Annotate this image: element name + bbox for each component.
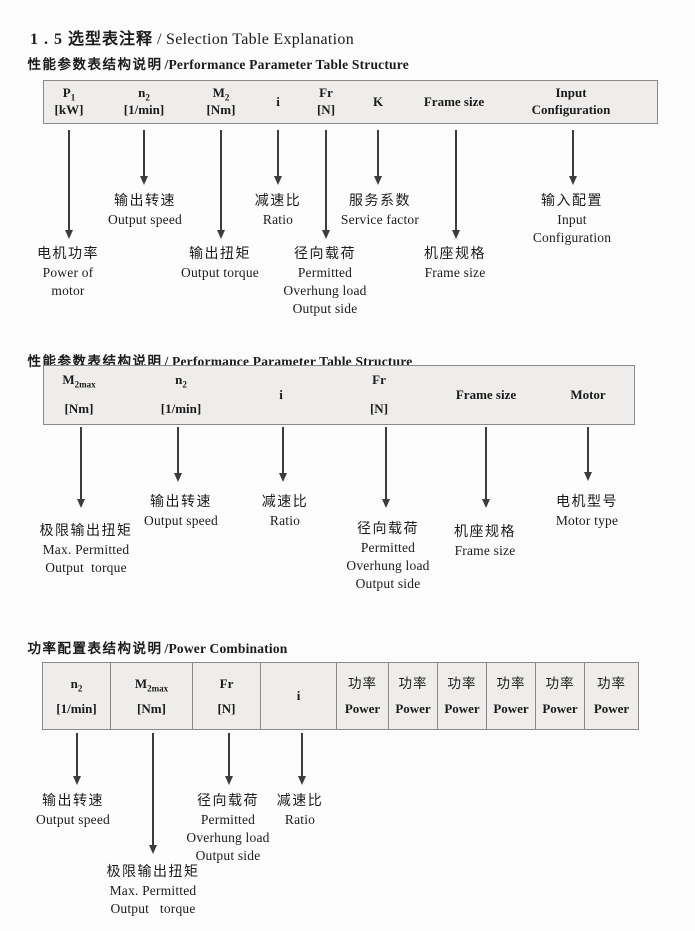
section3-heading-en: /Power Combination xyxy=(164,641,288,656)
callout-service-factor: 服务系数 Service factor xyxy=(340,194,420,227)
arrow-m2max xyxy=(80,427,82,499)
arrow-m2max xyxy=(152,733,154,845)
section1-heading-en: /Performance Parameter Table Structure xyxy=(164,57,409,72)
table3-col-fr: Fr[N] xyxy=(192,662,261,730)
arrow-frame-size xyxy=(455,130,457,230)
table2-col-n2: n2[1/min] xyxy=(160,372,202,416)
callout-ratio: 减速比 Ratio xyxy=(261,495,309,528)
table3-col-i: i xyxy=(260,662,337,730)
callout-max-output-torque: 极限输出扭矩 Max. Permitted Output torque xyxy=(106,865,200,916)
section3-heading: 功率配置表结构说明/Power Combination xyxy=(14,621,288,673)
callout-overhung-load: 径向载荷 Permitted Overhung load Output side xyxy=(283,247,367,316)
callout-input-configuration: 输入配置 Input Configuration xyxy=(532,194,612,245)
table1-col-i: i xyxy=(276,94,280,109)
arrow-frame-size xyxy=(485,427,487,499)
table2-col-fr: Fr[N] xyxy=(369,372,389,416)
arrow-fr xyxy=(385,427,387,499)
callout-ratio: 减速比 Ratio xyxy=(254,194,302,227)
callout-output-speed: 输出转速 Output speed xyxy=(35,794,111,827)
table2-col-motor: Motor xyxy=(570,387,606,402)
callout-overhung-load: 径向载荷 Permitted Overhung load Output side xyxy=(346,522,430,591)
callout-output-torque: 输出扭矩 Output torque xyxy=(181,247,259,280)
arrow-fr xyxy=(325,130,327,230)
callout-frame-size: 机座规格 Frame size xyxy=(424,247,486,280)
arrow-p1 xyxy=(68,130,70,230)
callout-overhung-load: 径向载荷 Permitted Overhung load Output side xyxy=(186,794,270,863)
section1-heading: 性能参数表结构说明/Performance Parameter Table St… xyxy=(14,37,409,89)
table2-col-i: i xyxy=(279,387,283,402)
callout-output-speed: 输出转速 Output speed xyxy=(107,194,183,227)
table1-col-frame-size: Frame size xyxy=(423,94,485,109)
arrow-i xyxy=(277,130,279,176)
section1-heading-zh: 性能参数表结构说明 xyxy=(27,57,163,72)
arrow-k xyxy=(377,130,379,176)
callout-motor-type: 电机型号 Motor type xyxy=(555,495,619,528)
arrow-n2 xyxy=(143,130,145,176)
table3-col-m2max: M2max[Nm] xyxy=(110,662,193,730)
table3-col-n2: n2[1/min] xyxy=(42,662,111,730)
callout-frame-size: 机座规格 Frame size xyxy=(454,525,516,558)
table1-col-k: K xyxy=(372,94,384,109)
page-title-zh: 1 . 5 选型表注释 xyxy=(30,31,154,48)
callout-max-output-torque: 极限输出扭矩 Max. Permitted Output torque xyxy=(39,524,133,575)
arrow-fr xyxy=(228,733,230,776)
table1-col-m2: M2[Nm] xyxy=(206,85,236,117)
callout-output-speed: 输出转速 Output speed xyxy=(143,495,219,528)
performance-parameter-table-2: M2max[Nm] n2[1/min] i Fr[N] Frame size M… xyxy=(43,365,635,425)
arrow-i xyxy=(301,733,303,776)
arrow-m2 xyxy=(220,130,222,230)
page-title: 1 . 5 选型表注释/ Selection Table Explanation xyxy=(14,7,354,67)
table1-col-n2: n2[1/min] xyxy=(123,85,165,117)
performance-parameter-table-1: P1[kW] n2[1/min] M2[Nm] i Fr[N] K Frame … xyxy=(43,80,658,124)
arrow-i xyxy=(282,427,284,473)
table2-col-m2max: M2max[Nm] xyxy=(62,372,96,416)
callout-ratio: 减速比 Ratio xyxy=(276,794,324,827)
page-title-en: / Selection Table Explanation xyxy=(157,31,355,48)
table1-col-fr: Fr[N] xyxy=(316,85,336,117)
arrow-n2 xyxy=(76,733,78,776)
table1-col-p1: P1[kW] xyxy=(54,85,84,117)
arrow-input-configuration xyxy=(572,130,574,176)
callout-power-of-motor: 电机功率 Power of motor xyxy=(37,247,99,298)
table2-col-frame-size: Frame size xyxy=(455,387,517,402)
arrow-motor xyxy=(587,427,589,472)
section3-heading-zh: 功率配置表结构说明 xyxy=(27,641,163,656)
arrow-n2 xyxy=(177,427,179,473)
